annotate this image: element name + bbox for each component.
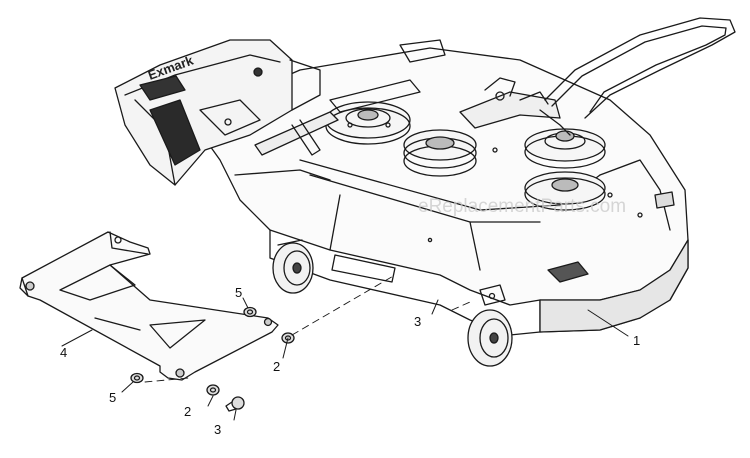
watermark-text: eReplacementParts.com [418, 196, 626, 217]
callout-1: 1 [633, 333, 640, 348]
pulley-center [403, 129, 477, 177]
callout-3-right: 3 [414, 314, 421, 329]
gauge-wheel-left [272, 239, 314, 294]
bolt-part-3-lower [225, 396, 245, 412]
pulley-right [524, 128, 606, 169]
spindle-right-front [524, 171, 606, 211]
deck-bracket [234, 39, 446, 181]
callout-5-upper: 5 [235, 285, 242, 300]
callout-5-lower: 5 [109, 390, 116, 405]
nut-part-5-upper [243, 306, 257, 318]
bracket-part-4 [19, 231, 279, 381]
deck-lift-handle [544, 17, 736, 119]
callout-3-lower: 3 [214, 422, 221, 437]
idler-arm [459, 77, 571, 136]
leader-lines [61, 297, 629, 421]
callout-4: 4 [60, 345, 67, 360]
pulley-left [325, 101, 411, 145]
dashed-alignment-lines [144, 274, 471, 383]
gauge-wheel-right [467, 284, 513, 367]
nut-part-5-lower [130, 372, 144, 384]
callout-2-right: 2 [273, 359, 280, 374]
engine-housing [114, 39, 321, 186]
callout-2-lower: 2 [184, 404, 191, 419]
nut-part-2-lower [206, 384, 220, 396]
